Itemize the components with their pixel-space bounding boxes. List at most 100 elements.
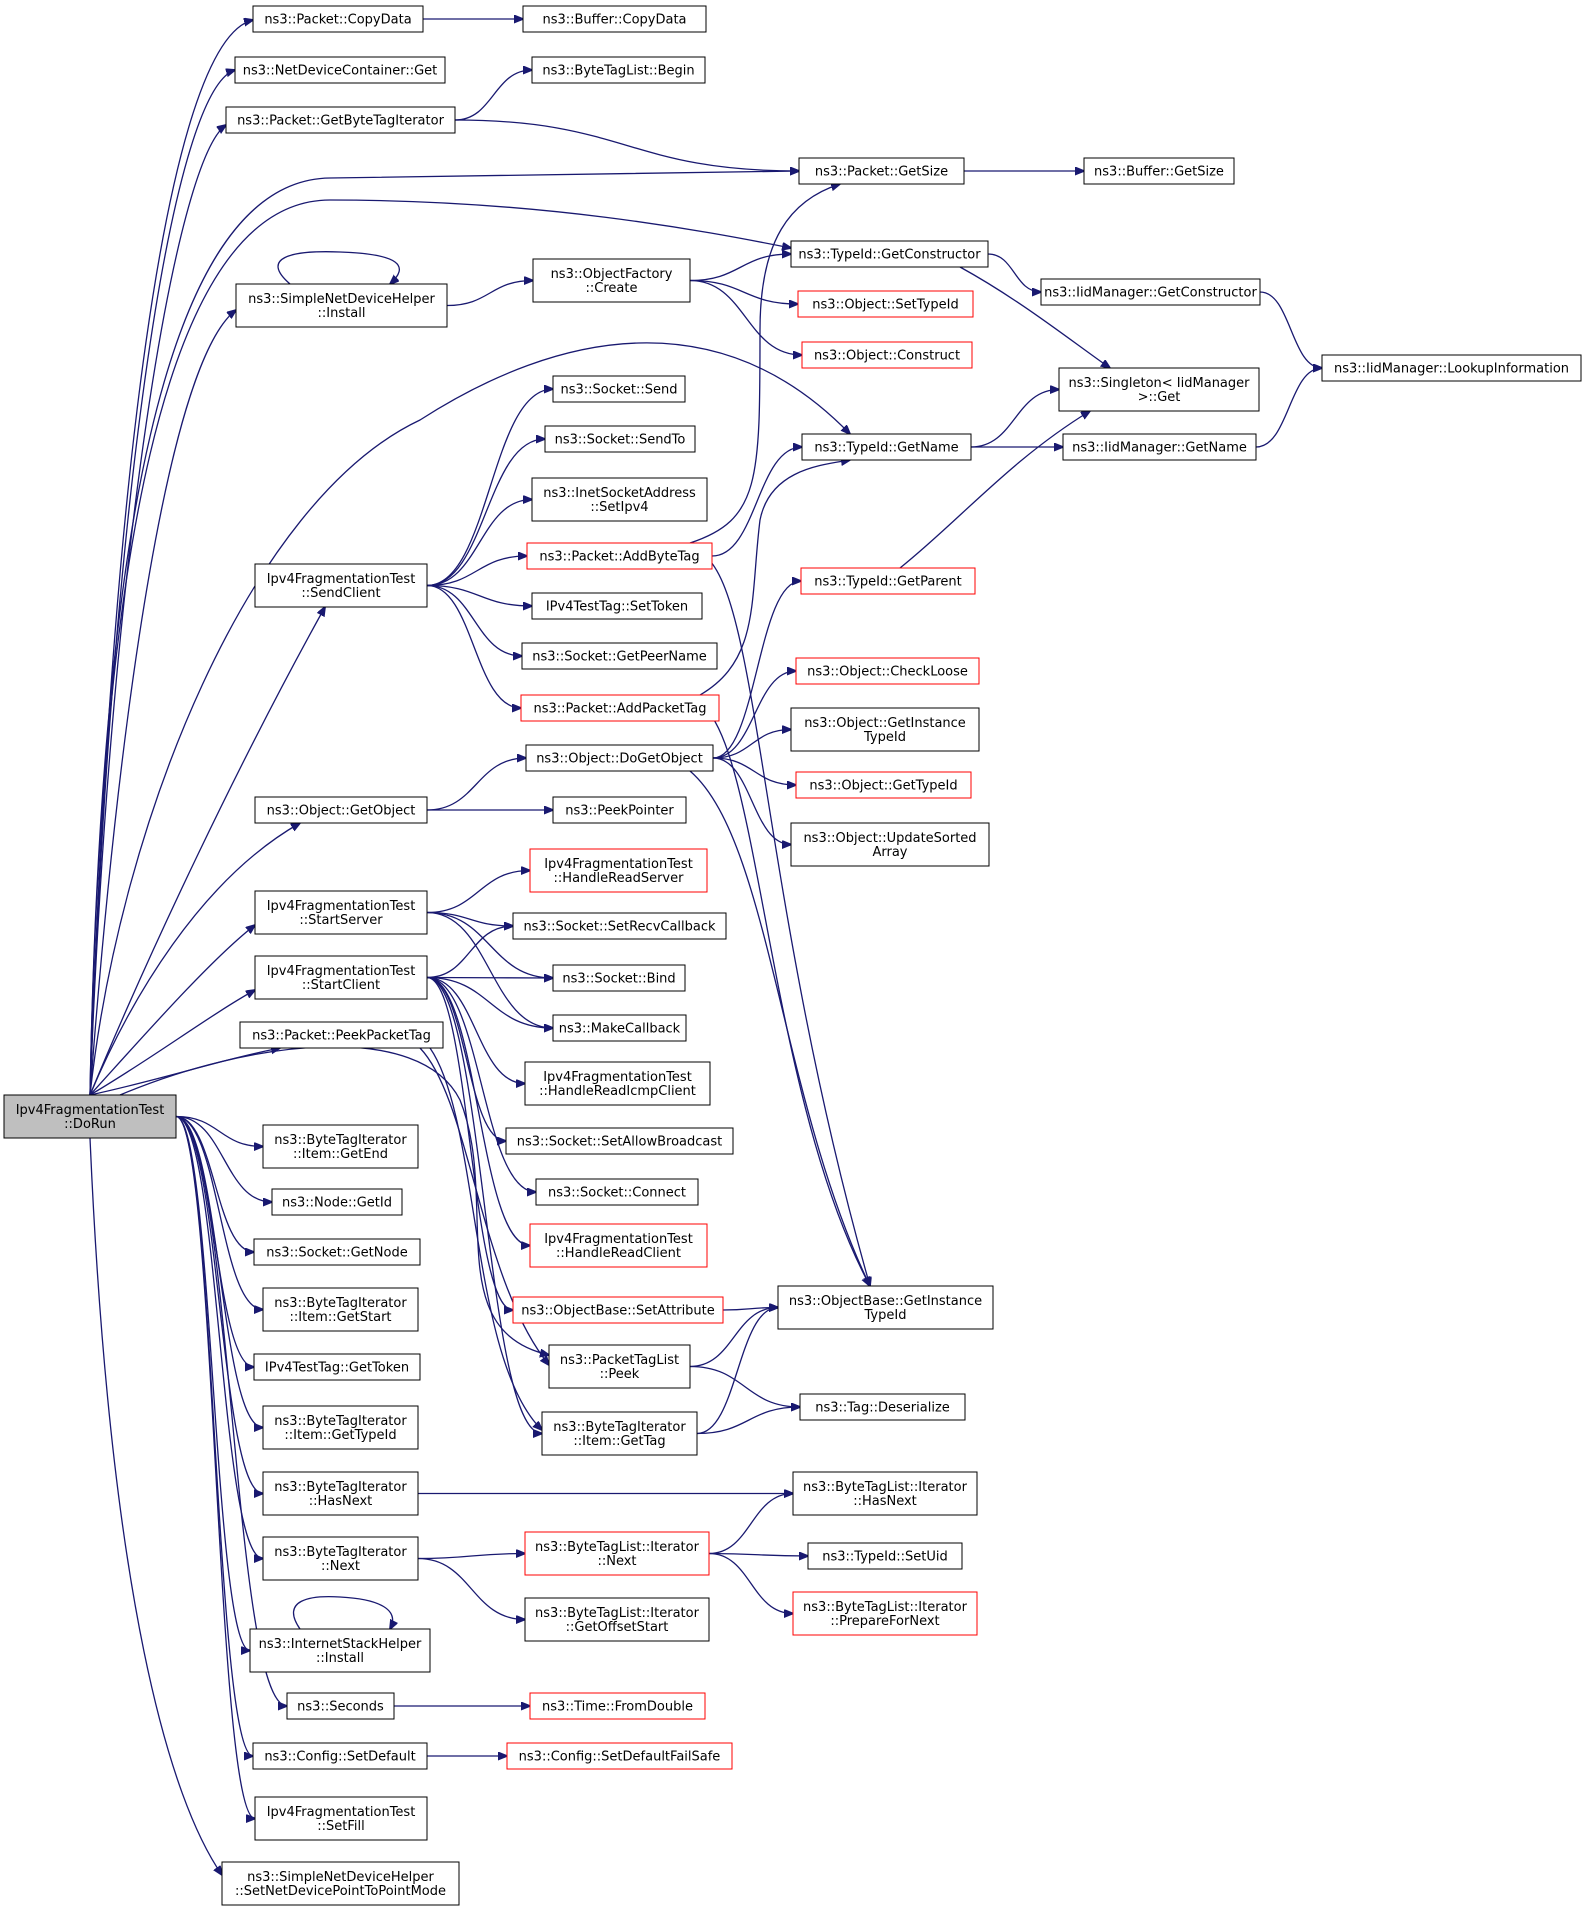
function-node[interactable]: ns3::PacketTagList::Peek — [548, 1344, 691, 1389]
function-node[interactable]: ns3::ByteTagList::Iterator::PrepareForNe… — [792, 1591, 978, 1636]
node-label: ns3::Object::GetTypeId — [809, 779, 957, 794]
function-node[interactable]: ns3::Socket::SendTo — [544, 425, 696, 453]
function-node[interactable]: ns3::Time::FromDouble — [529, 1692, 706, 1720]
function-node[interactable]: ns3::SimpleNetDeviceHelper::Install — [235, 283, 448, 328]
function-node[interactable]: ns3::Object::Construct — [801, 341, 973, 369]
function-node[interactable]: ns3::ByteTagIterator::Item::GetStart — [262, 1287, 419, 1332]
function-node[interactable]: ns3::Config::SetDefaultFailSafe — [506, 1742, 733, 1770]
function-node[interactable]: ns3::ByteTagList::Iterator::HasNext — [792, 1471, 978, 1516]
function-node[interactable]: ns3::Socket::GetNode — [253, 1238, 421, 1266]
function-node[interactable]: ns3::MakeCallback — [552, 1014, 687, 1042]
function-node[interactable]: ns3::Packet::GetByteTagIterator — [225, 106, 456, 134]
edge-n37-to-n39 — [426, 976, 553, 1029]
function-node[interactable]: ns3::Node::GetId — [271, 1188, 403, 1216]
node-box — [521, 642, 718, 670]
node-label: ns3::ObjectFactory — [551, 267, 673, 282]
node-label: ::StartClient — [302, 978, 380, 993]
node-label: ns3::Packet::AddByteTag — [539, 550, 699, 565]
function-node[interactable]: ns3::IidManager::GetName — [1062, 433, 1257, 461]
function-node[interactable]: ns3::Buffer::CopyData — [522, 5, 707, 33]
function-node[interactable]: Ipv4FragmentationTest::HandleReadIcmpCli… — [524, 1061, 711, 1106]
edge-n22-to-n21 — [426, 556, 527, 587]
node-box — [798, 157, 965, 185]
function-node[interactable]: ns3::Object::DoGetObject — [525, 744, 714, 772]
function-node[interactable]: ns3::Buffer::GetSize — [1083, 157, 1235, 185]
function-node[interactable]: ns3::PeekPointer — [552, 796, 687, 824]
node-box — [254, 1796, 428, 1841]
truncated-node-box — [800, 567, 976, 595]
node-box — [548, 1344, 691, 1389]
function-node[interactable]: ns3::Object::SetTypeId — [797, 290, 974, 318]
function-node[interactable]: Ipv4FragmentationTest::StartServer — [254, 890, 428, 935]
function-node[interactable]: ns3::Config::SetDefault — [252, 1742, 428, 1770]
edge-n8-to-n15 — [959, 266, 1110, 368]
node-label: ns3::ByteTagList::Begin — [542, 64, 694, 79]
function-node[interactable]: ns3::Socket::Connect — [535, 1178, 699, 1206]
function-node[interactable]: Ipv4FragmentationTest::SendClient — [254, 563, 428, 608]
function-node[interactable]: ns3::IidManager::LookupInformation — [1321, 354, 1582, 382]
function-node[interactable]: Ipv4FragmentationTest::StartClient — [254, 955, 428, 1000]
function-node[interactable]: ns3::ObjectBase::SetAttribute — [512, 1296, 724, 1324]
node-label: ns3::InternetStackHelper — [259, 1637, 422, 1652]
function-node[interactable]: ns3::Seconds — [286, 1692, 395, 1720]
node-label: Array — [872, 845, 907, 860]
edge-n59-to-n60 — [708, 1554, 808, 1557]
function-node[interactable]: ns3::Packet::GetSize — [798, 157, 965, 185]
function-node[interactable]: ns3::Socket::Send — [552, 375, 686, 403]
function-node[interactable]: ns3::ByteTagList::Begin — [531, 56, 706, 84]
function-node[interactable]: Ipv4FragmentationTest::HandleReadServer — [529, 848, 708, 893]
function-node[interactable]: ns3::Object::GetTypeId — [795, 771, 972, 799]
function-node[interactable]: IPv4TestTag::SetToken — [531, 592, 703, 620]
function-node[interactable]: ns3::ByteTagIterator::Item::GetTag — [541, 1411, 698, 1456]
node-label: Ipv4FragmentationTest — [16, 1103, 165, 1118]
edge-n29-to-n30 — [712, 757, 796, 785]
function-node[interactable]: ns3::ByteTagIterator::HasNext — [262, 1471, 419, 1516]
function-node[interactable]: ns3::ObjectFactory::Create — [532, 258, 691, 303]
function-node[interactable]: ns3::NetDeviceContainer::Get — [234, 56, 446, 84]
edge-n37-to-n45 — [426, 976, 536, 1193]
edge-root-to-n8 — [89, 199, 791, 1096]
function-node[interactable]: ns3::Singleton< IidManager >::Get — [1058, 367, 1260, 412]
function-node[interactable]: ns3::ByteTagIterator::Next — [262, 1536, 419, 1581]
function-node[interactable]: ns3::ByteTagIterator::Item::GetEnd — [262, 1124, 419, 1169]
node-label: ::Item::GetTag — [573, 1434, 665, 1449]
function-node[interactable]: ns3::Tag::Deserialize — [799, 1393, 966, 1421]
function-node[interactable]: ns3::ByteTagList::Iterator::Next — [524, 1531, 710, 1576]
function-node[interactable]: ns3::ByteTagList::Iterator::GetOffsetSta… — [524, 1597, 710, 1642]
function-node[interactable]: ns3::Packet::AddByteTag — [526, 542, 713, 570]
function-node[interactable]: ns3::Socket::GetPeerName — [521, 642, 718, 670]
node-label: ns3::Object::GetObject — [267, 804, 416, 819]
edge-root-to-n6 — [89, 171, 799, 1096]
function-node[interactable]: ns3::Packet::PeekPacketTag — [239, 1021, 444, 1049]
node-label: ns3::ByteTagList::Iterator — [803, 1600, 968, 1615]
function-node[interactable]: ns3::Packet::AddPacketTag — [520, 694, 720, 722]
function-node[interactable]: ns3::InternetStackHelper::Install — [249, 1628, 431, 1673]
function-node[interactable]: ns3::Packet::CopyData — [252, 5, 424, 33]
function-node[interactable]: ns3::TypeId::SetUid — [807, 1542, 963, 1570]
function-node[interactable]: ns3::TypeId::GetName — [801, 433, 972, 461]
edge-n9-to-n10 — [1259, 291, 1322, 368]
function-node[interactable]: ns3::ByteTagIterator::Item::GetTypeId — [262, 1405, 419, 1450]
function-node[interactable]: ns3::Socket::SetRecvCallback — [512, 912, 727, 940]
function-node[interactable]: ns3::Object::GetObject — [254, 796, 428, 824]
function-node[interactable]: ns3::TypeId::GetParent — [800, 567, 976, 595]
function-node[interactable]: ns3::TypeId::GetConstructor — [790, 240, 989, 268]
function-node[interactable]: ns3::SimpleNetDeviceHelper::SetNetDevice… — [221, 1861, 460, 1906]
truncated-node-box — [801, 341, 973, 369]
function-node[interactable]: ns3::IidManager::GetConstructor — [1040, 278, 1261, 306]
edge-root-to-n54 — [175, 1115, 263, 1428]
function-node[interactable]: ns3::InetSocketAddress::SetIpv4 — [531, 477, 708, 522]
function-node[interactable]: Ipv4FragmentationTest::SetFill — [254, 1796, 428, 1841]
edge-root-to-n11 — [89, 310, 236, 1096]
function-node[interactable]: ns3::Socket::Bind — [552, 964, 686, 992]
function-node[interactable]: IPv4TestTag::GetToken — [253, 1353, 421, 1381]
function-node[interactable]: ns3::Socket::SetAllowBroadcast — [505, 1127, 734, 1155]
function-node[interactable]: ns3::Object::CheckLoose — [795, 657, 980, 685]
node-box — [524, 1061, 711, 1106]
edge-n40-to-n52 — [419, 1047, 549, 1365]
truncated-node-box — [520, 694, 720, 722]
function-node[interactable]: Ipv4FragmentationTest::HandleReadClient — [529, 1223, 708, 1268]
